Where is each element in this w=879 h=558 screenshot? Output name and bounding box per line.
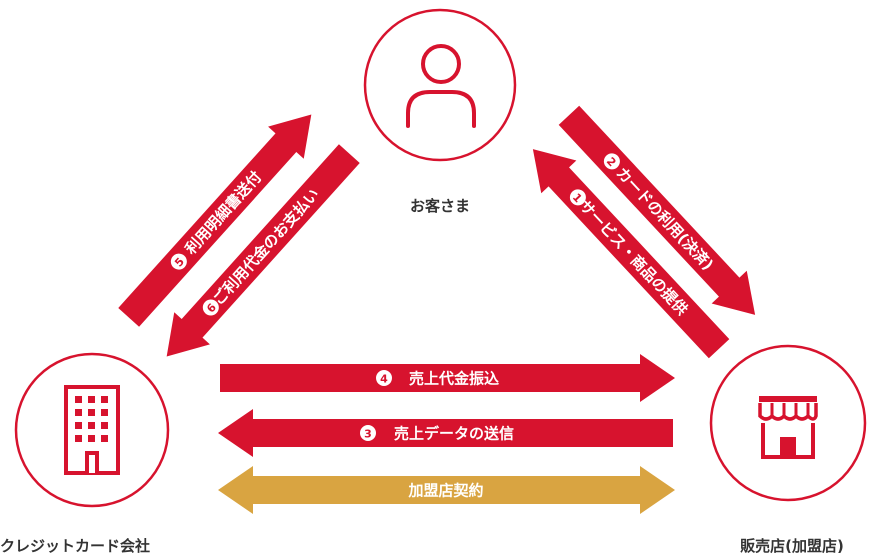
step-badge-6 xyxy=(202,299,219,316)
flow-label-sales-payment: 売上代金振込 xyxy=(409,370,499,388)
flow-label-merchant-contract: 加盟店契約 xyxy=(407,482,483,500)
flow-arrow-sales-payment: 4 売上代金振込 xyxy=(220,354,675,402)
card-company-label: クレジットカード会社 xyxy=(0,537,150,555)
customer-circle xyxy=(363,8,517,162)
step-badge-3 xyxy=(360,425,376,441)
merchant-node: 販売店(加盟店) xyxy=(709,344,867,555)
merchant-label: 販売店(加盟店) xyxy=(740,537,844,555)
card-company-node: クレジットカード会社 xyxy=(0,352,170,555)
flow-arrow-sales-data: 3 売上データの送信 xyxy=(218,409,673,457)
customer-label: お客さま xyxy=(410,197,470,215)
merchant-circle xyxy=(709,344,867,502)
person-icon xyxy=(406,44,476,128)
step-badge-2 xyxy=(603,153,620,170)
customer-node: お客さま xyxy=(363,8,517,215)
step-badge-4 xyxy=(376,370,392,386)
office-building-icon xyxy=(64,385,120,475)
card-company-circle xyxy=(14,352,170,508)
storefront-icon xyxy=(758,396,818,459)
svg-text:4: 4 xyxy=(380,373,388,386)
flow-arrow-merchant-contract: 加盟店契約 xyxy=(218,466,675,514)
step-badge-1 xyxy=(569,189,586,206)
flow-label-sales-data: 売上データの送信 xyxy=(394,425,514,443)
svg-text:3: 3 xyxy=(364,428,372,441)
step-badge-5 xyxy=(170,253,187,270)
